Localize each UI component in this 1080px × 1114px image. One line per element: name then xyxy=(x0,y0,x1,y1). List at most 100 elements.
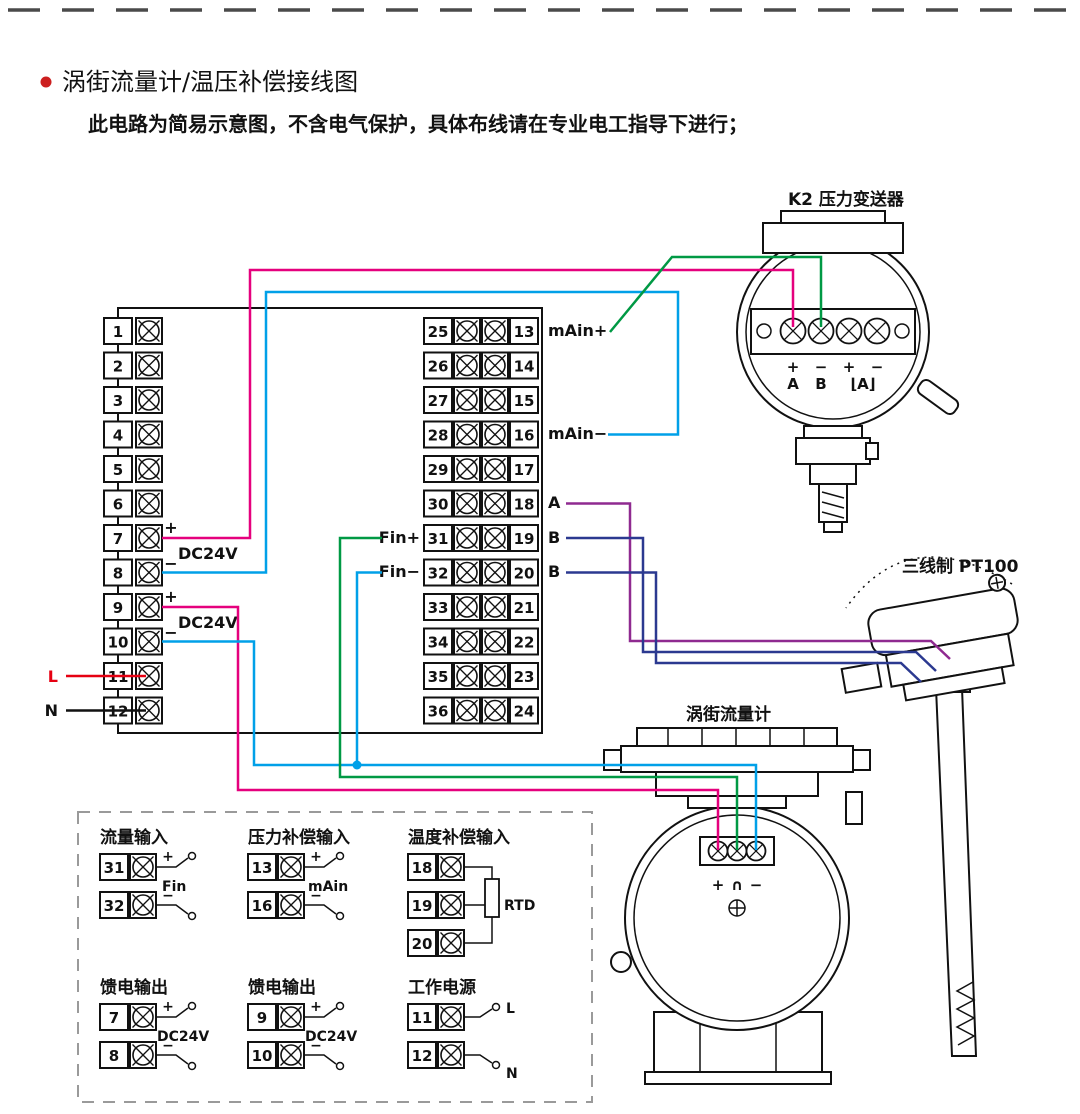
svg-text:馈电输出: 馈电输出 xyxy=(100,977,168,998)
svg-text:14: 14 xyxy=(514,358,535,376)
terminal-row: 6 xyxy=(103,489,163,518)
svg-text:15: 15 xyxy=(514,392,535,410)
screw-terminal-icon xyxy=(135,351,163,380)
svg-text:30: 30 xyxy=(428,496,449,514)
svg-text:+: + xyxy=(712,876,725,894)
terminal-row: 29 17 xyxy=(423,455,539,483)
rtd-resistor xyxy=(484,878,500,918)
svg-text:3: 3 xyxy=(113,392,123,410)
pressure-transmitter: K2 压力变送器 + − + − A B ⌊A⌋ xyxy=(736,189,960,533)
label-dc1-plus: + xyxy=(164,518,177,537)
label-dc2-plus: + xyxy=(164,587,177,606)
svg-text:17: 17 xyxy=(514,461,535,479)
screw-terminal-icon xyxy=(835,317,863,345)
label-dc1-minus: − xyxy=(164,554,177,573)
wire-pt100-b2 xyxy=(566,571,922,683)
svg-text:+: + xyxy=(310,999,322,1015)
svg-text:13: 13 xyxy=(252,859,273,877)
svg-text:26: 26 xyxy=(428,358,449,376)
svg-text:21: 21 xyxy=(514,599,535,617)
terminal-row: 4 xyxy=(103,420,163,449)
terminal-row: 7 xyxy=(103,524,163,552)
svg-text:36: 36 xyxy=(428,703,449,721)
wire-dc24v2-minus-to-flowmeter xyxy=(162,640,758,850)
svg-text:Fin: Fin xyxy=(162,879,186,895)
pressure-transmitter-label: K2 压力变送器 xyxy=(788,189,905,210)
label-line-n: N xyxy=(45,701,58,720)
vortex-flowmeter: 涡街流量计 + ∩ − xyxy=(603,704,871,1085)
label-main-plus: mAin+ xyxy=(548,321,607,340)
page-title: 涡街流量计/温压补偿接线图 xyxy=(62,68,358,96)
svg-text:压力补偿输入: 压力补偿输入 xyxy=(248,827,350,848)
svg-text:7: 7 xyxy=(109,1009,119,1027)
terminal-row: 10 xyxy=(103,627,163,656)
svg-text:L: L xyxy=(506,1001,515,1017)
svg-text:29: 29 xyxy=(428,461,449,479)
svg-text:1: 1 xyxy=(113,323,123,341)
label-dc2-name: DC24V xyxy=(178,613,238,632)
legend-feed-output-2: 馈电输出 9 + DC24V 10 − xyxy=(247,977,357,1071)
page-subtitle: 此电路为简易示意图，不含电气保护，具体布线请在专业电工指导下进行； xyxy=(88,112,748,136)
svg-text:−: − xyxy=(871,358,884,376)
svg-text:馈电输出: 馈电输出 xyxy=(248,977,316,998)
svg-text:DC24V: DC24V xyxy=(157,1029,209,1045)
svg-text:RTD: RTD xyxy=(504,898,535,914)
svg-text:16: 16 xyxy=(514,427,535,445)
wire-pt100-b1 xyxy=(566,536,937,672)
screw-terminal-icon xyxy=(135,317,163,345)
svg-text:−: − xyxy=(750,876,763,894)
svg-text:12: 12 xyxy=(412,1047,433,1065)
svg-text:−: − xyxy=(815,358,828,376)
screw-terminal-icon xyxy=(135,627,163,656)
svg-text:−: − xyxy=(162,888,174,904)
screw-terminal-icon xyxy=(135,489,163,518)
svg-text:工作电源: 工作电源 xyxy=(408,977,476,998)
wire-pt100-a xyxy=(566,502,951,660)
svg-text:7: 7 xyxy=(113,530,123,548)
label-rtd-b1: B xyxy=(548,528,560,547)
svg-text:+: + xyxy=(162,999,174,1015)
pt100-spring xyxy=(955,981,976,1046)
label-rtd-a: A xyxy=(548,493,561,512)
terminal-row: 2 xyxy=(103,351,163,380)
legend-flow-input: 流量输入 31 + Fin 32 − xyxy=(99,827,197,921)
legend-feed-output-1: 馈电输出 7 + DC24V 8 − xyxy=(99,977,209,1071)
terminal-row: 9 xyxy=(103,593,163,621)
svg-text:27: 27 xyxy=(428,392,449,410)
label-fin-minus: Fin− xyxy=(379,562,420,581)
svg-text:−: − xyxy=(162,1038,174,1054)
terminal-row: 8 xyxy=(103,558,163,587)
svg-text:19: 19 xyxy=(514,530,535,548)
label-rtd-b2: B xyxy=(548,562,560,581)
screw-terminal-icon xyxy=(135,593,163,621)
svg-text:8: 8 xyxy=(109,1047,119,1065)
screw-terminal-icon xyxy=(135,386,163,414)
pt100-sensor: 三线制 PT100 xyxy=(840,556,1019,1057)
svg-text:24: 24 xyxy=(514,703,535,721)
svg-text:2: 2 xyxy=(113,358,123,376)
svg-text:DC24V: DC24V xyxy=(305,1029,357,1045)
svg-text:28: 28 xyxy=(428,427,449,445)
label-dc1-name: DC24V xyxy=(178,544,238,563)
terminal-row: 3 xyxy=(103,386,163,414)
svg-text:∩: ∩ xyxy=(731,876,743,894)
svg-text:11: 11 xyxy=(412,1009,433,1027)
svg-text:20: 20 xyxy=(412,935,433,953)
bullet-icon xyxy=(40,76,52,88)
screw-terminal-icon xyxy=(135,524,163,552)
screw-terminal-icon xyxy=(135,558,163,587)
wire-fin-plus-to-flowmeter xyxy=(338,536,739,850)
svg-text:16: 16 xyxy=(252,897,273,915)
svg-text:9: 9 xyxy=(257,1009,267,1027)
svg-text:N: N xyxy=(506,1066,518,1082)
terminal-row: 33 21 xyxy=(423,593,539,621)
svg-text:13: 13 xyxy=(514,323,535,341)
svg-text:33: 33 xyxy=(428,599,449,617)
terminal-row: 36 24 xyxy=(423,696,539,725)
svg-text:⌊A⌋: ⌊A⌋ xyxy=(850,375,875,393)
